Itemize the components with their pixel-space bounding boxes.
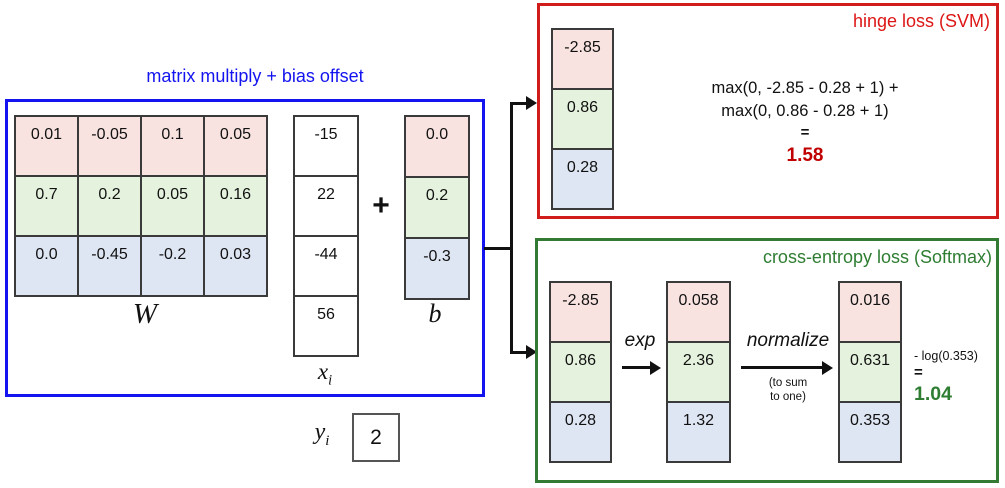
x-cell: 56 xyxy=(295,297,357,355)
normalize-label: normalize xyxy=(746,330,830,351)
w-label: W xyxy=(132,298,158,330)
exp-vector: 0.058 2.36 1.32 xyxy=(666,281,731,463)
y-label-subscript: i xyxy=(325,432,330,449)
hinge-formula: max(0, -2.85 - 0.28 + 1) + max(0, 0.86 -… xyxy=(627,77,983,168)
y-value-box: 2 xyxy=(352,413,400,462)
exp-cell: 2.36 xyxy=(668,343,729,401)
hinge-equals: = xyxy=(800,124,810,141)
softmax-loss-title: cross-entropy loss (Softmax) xyxy=(762,247,992,267)
b-cell: 0.0 xyxy=(406,117,468,176)
matrix-multiply-title: matrix multiply + bias offset xyxy=(146,66,364,86)
w-cell: 0.05 xyxy=(142,177,203,235)
w-cell: 0.2 xyxy=(79,177,140,235)
exp-arrow-icon xyxy=(650,360,661,375)
w-cell: -0.05 xyxy=(79,117,140,175)
b-label: b xyxy=(428,299,442,328)
exp-cell: 0.058 xyxy=(668,283,729,341)
x-label-subscript: i xyxy=(328,372,333,389)
probability-vector: 0.016 0.631 0.353 xyxy=(838,281,902,463)
connector-vertical-line xyxy=(510,102,513,354)
arrow-to-softmax-icon xyxy=(526,345,537,359)
b-cell: 0.2 xyxy=(406,178,468,237)
hinge-formula-line2: max(0, 0.86 - 0.28 + 1) xyxy=(721,102,889,120)
softmax-loss-panel xyxy=(535,238,999,483)
w-cell: 0.03 xyxy=(205,237,266,295)
connector-top-line xyxy=(510,102,527,105)
softmax-loss-expression: - log(0.353) xyxy=(914,349,978,363)
hinge-formula-line1: max(0, -2.85 - 0.28 + 1) + xyxy=(711,79,899,97)
normalize-note: (to sum to one) xyxy=(748,376,828,404)
plus-operator: + xyxy=(372,189,390,222)
w-cell: 0.1 xyxy=(142,117,203,175)
x-cell: -15 xyxy=(295,117,357,175)
score-cell: 0.28 xyxy=(551,403,610,461)
score-cell: 0.86 xyxy=(553,90,612,148)
w-cell: -0.45 xyxy=(79,237,140,295)
arrow-to-hinge-icon xyxy=(526,96,537,110)
b-vector: 0.0 0.2 -0.3 xyxy=(404,115,470,300)
w-matrix: 0.01 -0.05 0.1 0.05 0.7 0.2 0.05 0.16 0.… xyxy=(14,115,268,297)
prob-cell: 0.353 xyxy=(840,403,900,461)
w-cell: 0.7 xyxy=(16,177,77,235)
normalize-note-line2: to one) xyxy=(770,391,806,403)
softmax-loss-block: - log(0.353) = 1.04 xyxy=(914,349,999,406)
exp-cell: 1.32 xyxy=(668,403,729,461)
x-vector: -15 22 -44 56 xyxy=(293,115,359,357)
y-label: yi xyxy=(300,419,344,450)
softmax-score-vector: -2.85 0.86 0.28 xyxy=(549,281,612,463)
prob-cell: 0.631 xyxy=(840,343,900,401)
normalize-arrow-line xyxy=(741,366,824,369)
y-label-base: y xyxy=(314,419,326,445)
b-cell: -0.3 xyxy=(406,239,468,298)
score-cell: 0.86 xyxy=(551,343,610,401)
prob-cell: 0.016 xyxy=(840,283,900,341)
normalize-arrow-icon xyxy=(822,360,833,375)
hinge-loss-title: hinge loss (SVM) xyxy=(852,11,990,31)
x-label: xi xyxy=(302,359,348,390)
connector-stub-line xyxy=(484,247,513,250)
normalize-note-line1: (to sum xyxy=(768,377,808,389)
x-cell: -44 xyxy=(295,237,357,295)
score-cell: -2.85 xyxy=(553,30,612,88)
softmax-loss-result: 1.04 xyxy=(914,383,952,405)
w-cell: 0.05 xyxy=(205,117,266,175)
softmax-equals: = xyxy=(914,364,923,381)
hinge-score-vector: -2.85 0.86 0.28 xyxy=(551,28,614,210)
score-cell: 0.28 xyxy=(553,150,612,208)
w-cell: -0.2 xyxy=(142,237,203,295)
x-cell: 22 xyxy=(295,177,357,235)
hinge-loss-result: 1.58 xyxy=(786,145,824,166)
exp-label: exp xyxy=(624,330,656,351)
exp-arrow-line xyxy=(622,366,652,369)
w-cell: 0.01 xyxy=(16,117,77,175)
x-label-base: x xyxy=(317,359,329,384)
hinge-loss-panel xyxy=(537,3,999,219)
w-cell: 0.0 xyxy=(16,237,77,295)
w-cell: 0.16 xyxy=(205,177,266,235)
score-cell: -2.85 xyxy=(551,283,610,341)
connector-bottom-line xyxy=(510,351,527,354)
